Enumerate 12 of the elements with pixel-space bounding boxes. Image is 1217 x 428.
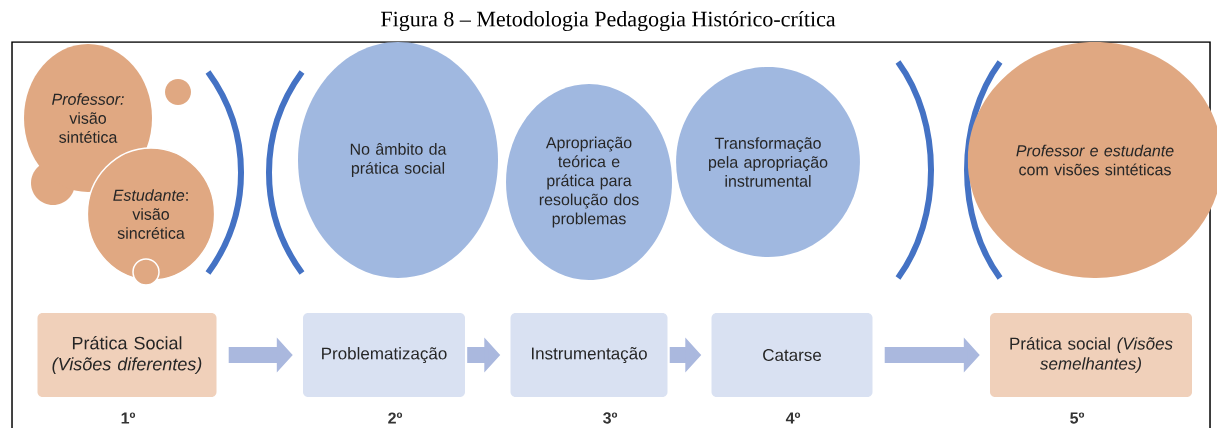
step-number: 1º <box>121 412 136 424</box>
step-box: Prática social (Visões semelhantes) <box>990 313 1192 397</box>
step-box: Catarse <box>711 313 873 397</box>
step-box: Prática Social (Visões diferentes) <box>37 313 217 397</box>
step-box: Instrumentação <box>510 313 668 397</box>
step-number: 5º <box>1070 412 1085 424</box>
step-number: 2º <box>388 412 403 424</box>
node-label: Professor: visão sintética <box>52 93 124 143</box>
step-box: Problematização <box>303 313 465 397</box>
step-number: 3º <box>603 412 618 424</box>
step-number: 4º <box>785 412 801 424</box>
figure-title: Figura 8 – Metodologia Pedagogia Histórico-crítica <box>381 10 836 32</box>
